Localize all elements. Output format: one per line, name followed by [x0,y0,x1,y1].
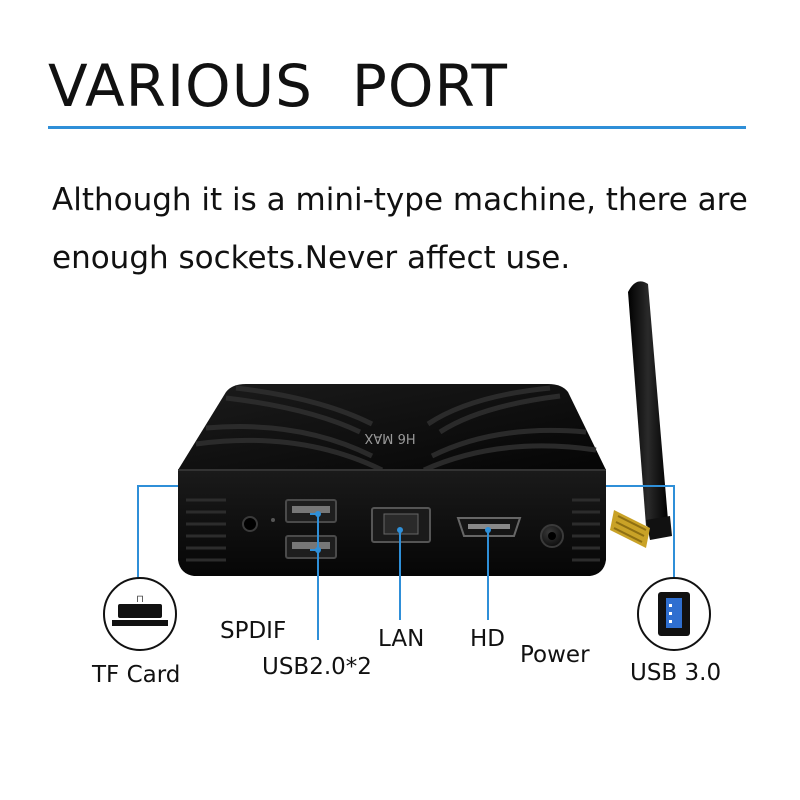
label-tf-card: TF Card [92,662,181,688]
tv-box [178,384,606,576]
label-usb2: USB2.0*2 [262,654,372,680]
title-divider [48,126,746,129]
antenna-connector [610,510,650,548]
label-spdif: SPDIF [220,618,287,644]
description-line-2: enough sockets.Never affect use. [52,240,571,276]
lan-port [371,507,431,543]
description-line-1: Although it is a mini-type machine, ther… [52,182,748,218]
label-hd: HD [470,626,506,652]
antenna [628,281,672,540]
power-port [540,524,564,548]
device-logo: H6 MAX [364,430,415,445]
svg-text:⊓: ⊓ [136,594,144,605]
callout-dots [315,511,491,553]
label-usb3: USB 3.0 [630,660,722,686]
tf-card-slot-icon: ⊓ [103,577,177,651]
hdmi-port [456,517,522,537]
page-title: VARIOUS PORT [48,52,508,120]
label-power: Power [520,642,590,668]
spdif-port [242,516,275,532]
label-lan: LAN [378,626,425,652]
usb2-ports [285,499,337,559]
usb3-port-icon [637,577,711,651]
